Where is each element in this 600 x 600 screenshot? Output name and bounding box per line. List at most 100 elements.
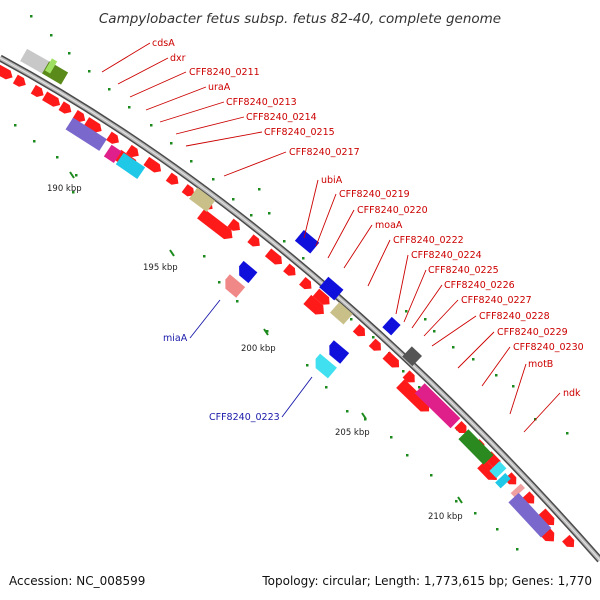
scale-dot [170,142,173,145]
gene-block [402,346,423,367]
gene-label-cff8240-0223[interactable]: CFF8240_0223 [209,412,280,423]
cds-arrow-shape [106,131,119,144]
scale-tick-mark [169,249,175,257]
cds-arrow-shape [562,534,575,548]
gene-block-rect [44,58,58,74]
gene-block [458,429,494,465]
gene-block [115,152,146,179]
reverse-gene-block [315,353,337,379]
cds-arrow-shape [454,421,467,434]
gene-block-rect [319,276,344,301]
cds-arrow-shape [382,351,400,368]
gene-label-ubiA[interactable]: ubiA [321,175,343,186]
gene-label-cdsA[interactable]: cdsA [152,38,175,49]
gene-block-rect [329,302,353,325]
scale-dot [30,15,33,18]
cds-arrow [58,101,72,114]
scale-dot [350,318,353,321]
label-leader-line [423,299,459,337]
scale-dot [516,548,519,551]
gene-label-cff8240-0228[interactable]: CFF8240_0228 [479,311,550,322]
cds-arrow-shape [126,144,139,158]
cds-arrow-shape [368,338,381,351]
gene-label-cff8240-0214[interactable]: CFF8240_0214 [246,112,317,123]
cds-arrow-shape [538,508,555,526]
label-leader-line [223,151,287,177]
gene-label-cff8240-0220[interactable]: CFF8240_0220 [357,205,428,216]
cds-arrow-shape [12,74,26,87]
label-leader-line [395,254,409,315]
cds-long-arrow-shape [197,208,233,240]
label-leader-line [481,346,511,387]
cds-arrow [72,110,86,123]
gene-label-motB[interactable]: motB [528,359,553,370]
label-leader-line [145,86,207,111]
gene-block [44,58,58,74]
cds-long-arrow-shape [303,294,324,315]
gene-label-cff8240-0227[interactable]: CFF8240_0227 [461,295,532,306]
genome-backbone [0,54,600,563]
scale-dot [128,106,131,109]
scale-dot [236,300,239,303]
gene-label-moaA[interactable]: moaA [375,220,403,231]
cds-arrow-shape [165,172,179,185]
scale-label-195: 195 kbp [143,263,178,273]
gene-block [508,492,552,538]
gene-label-cff8240-0219[interactable]: CFF8240_0219 [339,189,410,200]
label-leader-line [159,101,225,123]
gene-label-cff8240-0222[interactable]: CFF8240_0222 [393,235,464,246]
scale-dot [266,330,269,333]
gene-label-cff8240-0211[interactable]: CFF8240_0211 [189,67,260,78]
gene-label-cff8240-0224[interactable]: CFF8240_0224 [411,250,482,261]
gene-label-cff8240-0225[interactable]: CFF8240_0225 [428,265,499,276]
gene-block [495,472,511,489]
cds-arrow [165,172,179,185]
cds-arrow [382,351,400,368]
gene-label-cff8240-0226[interactable]: CFF8240_0226 [444,280,515,291]
reverse-gene-shape [315,353,337,379]
scale-dot [72,191,75,194]
scale-dot [218,281,221,284]
cds-arrow-shape [0,64,13,80]
cds-arrow-shape [299,276,312,290]
gene-label-cff8240-0229[interactable]: CFF8240_0229 [497,327,568,338]
gene-label-cff8240-0230[interactable]: CFF8240_0230 [513,342,584,353]
scale-dot [430,474,433,477]
scale-dot [306,364,309,367]
gene-label-uraA[interactable]: uraA [208,82,231,93]
scale-dot [75,174,78,177]
scale-dot [402,370,405,373]
gene-block-rect [20,48,50,74]
scale-dot [250,214,253,217]
gene-label-cff8240-0215[interactable]: CFF8240_0215 [264,127,335,138]
scale-dot [325,386,328,389]
scale-tick-mark [263,328,269,336]
cds-arrow-shape [181,184,195,197]
gene-block-rect [510,483,525,498]
label-leader-line [129,71,187,98]
label-leader-line [281,376,313,418]
scale-dot [418,386,421,389]
cds-arrow-shape [83,117,102,133]
cds-long-arrow [303,294,324,315]
map-title: Campylobacter fetus subsp. fetus 82-40, … [99,11,501,27]
scale-dot [88,70,91,73]
gene-block [319,276,344,301]
gene-label-cff8240-0217[interactable]: CFF8240_0217 [289,147,360,158]
gene-track [20,48,552,538]
gene-label-cff8240-0213[interactable]: CFF8240_0213 [226,97,297,108]
scale-dot [33,140,36,143]
label-leader-line [101,42,151,73]
gene-block [414,383,461,429]
cds-arrow [562,534,575,548]
accession-text: Accession: NC_008599 [9,574,145,588]
scale-dot [232,198,235,201]
cds-arrow [143,156,162,173]
scale-dot [268,212,271,215]
cds-arrow [181,184,195,197]
scale-dot [406,454,409,457]
gene-label-miaA[interactable]: miaA [163,333,188,344]
gene-label-dxr[interactable]: dxr [170,53,186,64]
reverse-gene-block [239,260,258,284]
gene-label-ndk[interactable]: ndk [563,388,581,399]
